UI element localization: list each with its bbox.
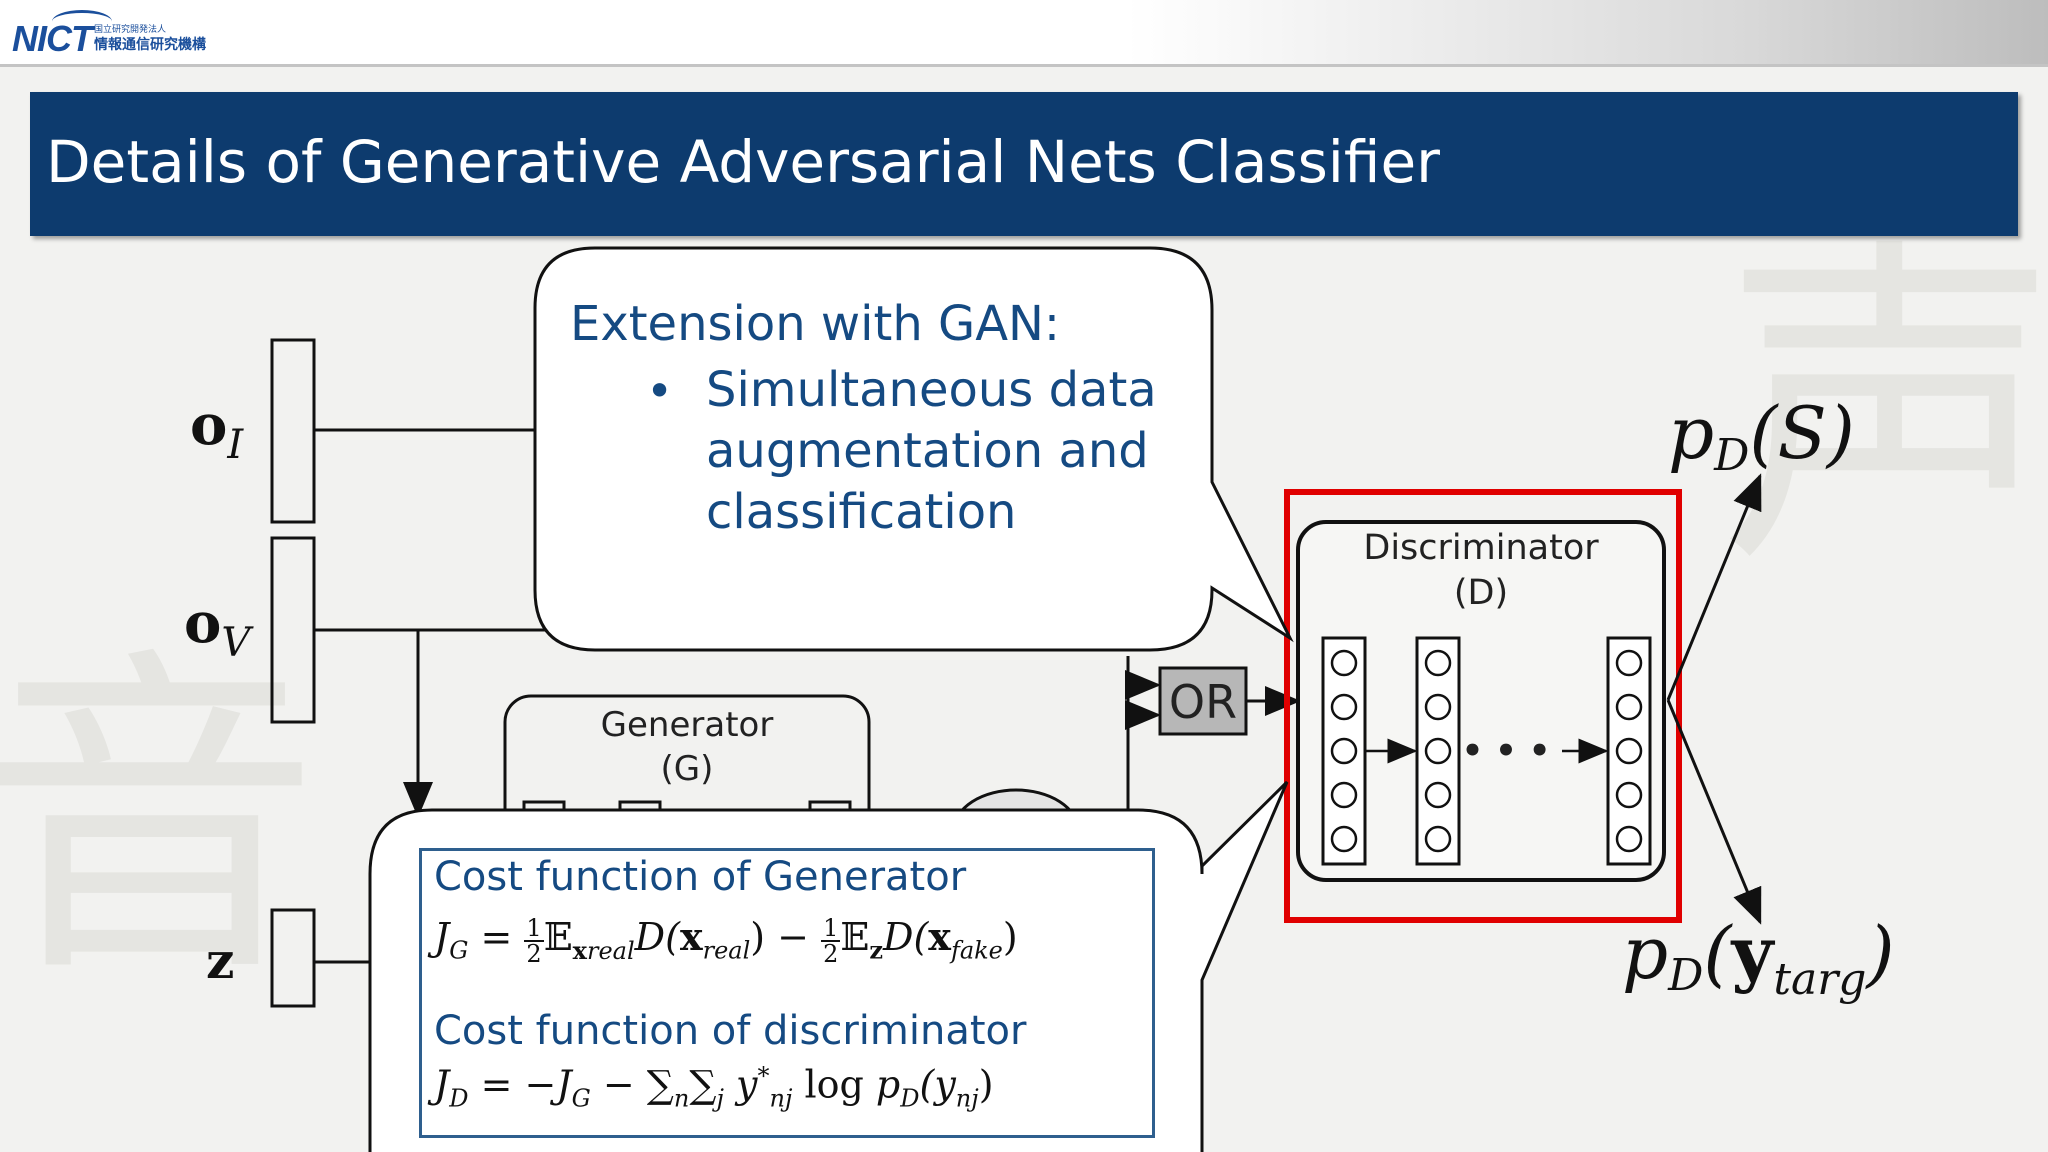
disc-ellipsis: • • • [1462, 731, 1551, 771]
bullet-dot-icon: • [646, 364, 674, 418]
watermark-glyph-left: 音 [0, 622, 320, 1018]
logo-subtitle-small: 国立研究開発法人 [94, 25, 167, 35]
disc-layer-1 [1321, 636, 1367, 866]
output-arrow-py [1666, 699, 1762, 925]
callout-heading: Extension with GAN: [570, 296, 1061, 352]
nict-logo: NICT 国立研究開発法人 情報通信研究機構 [12, 8, 212, 59]
header-bar: NICT 国立研究開発法人 情報通信研究機構 [0, 0, 2048, 67]
callout-top-bubble [533, 246, 1294, 652]
discriminator-box [1296, 520, 1666, 882]
output-label-ps: pD(S) [1668, 391, 1855, 481]
label-oi: oI [190, 392, 244, 468]
generator-cost-label: Cost function of Generator [434, 854, 967, 900]
logo-mark: NICT [12, 18, 93, 59]
discriminator-label: Discriminator [1363, 528, 1599, 568]
discriminator-sublabel: (D) [1454, 573, 1508, 613]
output-label-py: pD(ytarg) [1622, 910, 1895, 1005]
input-ov-vector [270, 536, 316, 724]
generator-sublabel: (G) [661, 749, 714, 789]
logo-subtitle: 情報通信研究機構 [94, 37, 206, 53]
callout-bullet-text: Simultaneous data augmentation and class… [706, 362, 1157, 540]
input-oi-vector [270, 338, 316, 524]
watermark-glyph-right: 声 [1720, 212, 2048, 608]
discriminator-cost-equation: JD = −JG − ∑n∑j y*nj log pD(ynj) [434, 1062, 994, 1113]
input-z-vector [270, 908, 316, 1008]
or-label: OR [1169, 675, 1237, 729]
slide-title: Details of Generative Adversarial Nets C… [46, 128, 1440, 196]
label-ov: oV [184, 590, 254, 666]
discriminator-highlight [1284, 489, 1682, 923]
logo-swoosh-icon [52, 10, 112, 33]
cost-function-box [419, 848, 1155, 1138]
disc-layer-3 [1606, 636, 1652, 866]
generator-label: Generator [601, 705, 774, 745]
output-arrow-ps [1666, 473, 1762, 701]
label-z: z [206, 931, 234, 990]
discriminator-cost-label: Cost function of discriminator [434, 1008, 1027, 1054]
disc-layer-2 [1415, 636, 1461, 866]
title-bar [30, 92, 2018, 236]
